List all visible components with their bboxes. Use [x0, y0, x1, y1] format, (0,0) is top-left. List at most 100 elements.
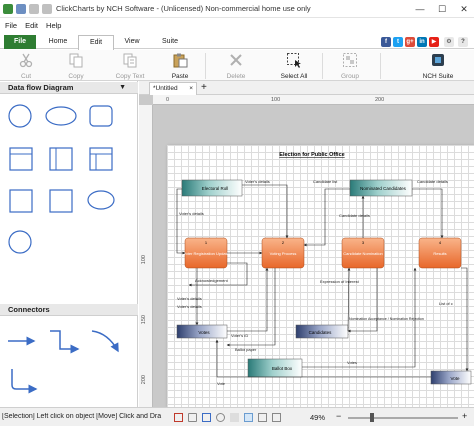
redo-icon[interactable] [42, 3, 52, 14]
copy-text-button[interactable]: Copy Text [108, 50, 152, 81]
flow-label: Voter's details [179, 211, 204, 216]
tab-home[interactable]: Home [48, 38, 68, 45]
twitter-icon[interactable]: t [393, 37, 403, 47]
tab-suite[interactable]: Suite [162, 38, 178, 45]
connector-curved[interactable] [91, 330, 119, 353]
save-icon[interactable] [16, 3, 26, 14]
menu-file[interactable]: File [5, 20, 18, 30]
shape-rounded-rectangle[interactable] [89, 105, 113, 127]
flow-acknowledgement[interactable] [188, 262, 248, 287]
ruler-label: 200 [141, 375, 147, 385]
flow-label: Votes [347, 360, 357, 365]
paste-label: Paste [171, 73, 189, 80]
shape-store-rectangle[interactable] [9, 147, 33, 171]
close-button[interactable]: ✕ [460, 4, 468, 14]
flow-ballot-paper[interactable] [226, 268, 276, 347]
flow-candidate-list[interactable] [303, 188, 350, 247]
zoom-in-button[interactable]: + [462, 411, 468, 421]
document-tab-label: *Untitled [153, 85, 178, 92]
fit-page-icon[interactable] [188, 413, 197, 422]
document-tab[interactable]: *Untitled × [149, 82, 197, 95]
canvas-area[interactable]: 0 100 200 100 150 200 Election for Publi… [139, 95, 474, 407]
entity-nominated-candidates[interactable]: Nominated Candidates [349, 179, 413, 197]
connector-elbow[interactable] [50, 330, 80, 354]
page-setup-icon[interactable] [258, 413, 267, 422]
shape-process-circle[interactable] [8, 104, 32, 128]
flow-voters-details-to-voting[interactable] [242, 184, 289, 239]
select-all-button[interactable]: Select All [272, 50, 316, 81]
flow-label: Ballot paper [235, 347, 257, 352]
maximize-button[interactable]: ☐ [437, 4, 447, 14]
dfd-diagram[interactable]: Election for Public Office Electoral Rol… [167, 145, 474, 407]
menu-help[interactable]: Help [46, 20, 62, 30]
close-tab-icon[interactable]: × [189, 85, 193, 92]
linkedin-icon[interactable]: in [417, 37, 427, 47]
entity-electoral-roll[interactable]: Electoral Roll [181, 179, 243, 197]
zoom-fit-icon[interactable] [244, 413, 253, 422]
ribbon-tab-row: File Home Edit View Suite f t g+ in ▶ ⚙ … [0, 34, 474, 50]
delete-x-icon [230, 54, 242, 66]
grid-icon[interactable] [202, 413, 211, 422]
process-voter-registration[interactable]: 1 Voter Registration Update [183, 237, 230, 269]
snap-icon[interactable] [216, 413, 225, 422]
process-results[interactable]: 4 Results [418, 237, 462, 269]
voters-entity-label: Vote [450, 376, 460, 381]
copy-icon [69, 53, 83, 68]
nch-suite-button[interactable]: NCH Suite [416, 50, 460, 81]
shape-square-2[interactable] [49, 189, 73, 213]
shape-square[interactable] [9, 189, 33, 213]
ribbon-separator [322, 53, 323, 79]
entity-votes[interactable]: Votes [176, 324, 228, 339]
add-tab-button[interactable]: + [201, 82, 207, 93]
shape-tagged-rectangle[interactable] [89, 147, 113, 171]
entity-candidates[interactable]: Candidates [295, 324, 349, 339]
process-candidate-nomination[interactable]: 3 Candidate Nomination [341, 237, 385, 269]
zoom-slider-thumb[interactable] [370, 413, 374, 422]
google-plus-icon[interactable]: g+ [405, 37, 415, 47]
copy-button[interactable]: Copy [56, 50, 96, 81]
minimize-button[interactable]: — [415, 4, 425, 14]
fullscreen-icon[interactable] [272, 413, 281, 422]
shape-process-ellipse[interactable] [45, 106, 77, 126]
diagram-title: Election for Public Office [279, 152, 344, 158]
lock-icon[interactable] [174, 413, 183, 422]
flow-voters-id[interactable] [227, 267, 269, 332]
dropdown-arrow-icon[interactable]: ▼ [119, 84, 126, 91]
ruler-toggle-icon[interactable] [230, 413, 239, 422]
connectors-panel-header[interactable]: Connectors [0, 304, 138, 316]
flow-vote[interactable] [215, 339, 431, 378]
zoom-slider-track[interactable] [348, 417, 458, 419]
shape-entity-rectangle[interactable] [49, 147, 73, 171]
tab-edit[interactable]: Edit [78, 35, 114, 50]
flow-expression-of-interest[interactable] [347, 267, 351, 332]
group-icon [343, 53, 357, 67]
group-button[interactable]: Group [330, 50, 370, 81]
connector-elbow-rounded[interactable] [11, 369, 38, 394]
settings-icon[interactable]: ⚙ [444, 37, 454, 47]
youtube-icon[interactable]: ▶ [429, 37, 439, 47]
flow-voters-details-to-registration[interactable] [176, 188, 186, 255]
flow-nomination-decision[interactable] [347, 268, 378, 333]
diagram-page[interactable]: Election for Public Office Electoral Rol… [167, 145, 474, 407]
entity-voters[interactable]: Vote [430, 370, 472, 385]
zoom-out-button[interactable]: − [336, 411, 342, 421]
shape-ellipse-2[interactable] [87, 190, 115, 210]
process-voting[interactable]: 2 Voting Process [261, 237, 305, 269]
tab-view[interactable]: View [124, 38, 140, 45]
dfd-panel-header[interactable]: Data flow Diagram ▼ [0, 82, 138, 94]
delete-button[interactable]: Delete [216, 50, 256, 81]
help-icon[interactable]: ? [458, 37, 468, 47]
menu-edit[interactable]: Edit [25, 20, 39, 30]
entity-ballot-box[interactable]: Ballot Box [247, 358, 303, 378]
undo-icon[interactable] [29, 3, 39, 14]
flow-candidate-details-to-results[interactable] [412, 188, 444, 239]
flow-votes-to-results[interactable] [302, 267, 417, 368]
ruler-label: 150 [141, 315, 147, 325]
tab-file[interactable]: File [4, 35, 36, 49]
paste-button[interactable]: Paste [160, 50, 200, 81]
facebook-icon[interactable]: f [381, 37, 391, 47]
ruler-label: 100 [271, 97, 281, 103]
shape-circle-2[interactable] [8, 230, 32, 254]
cut-button[interactable]: Cut [6, 50, 46, 81]
flow-list-of-candidates[interactable] [461, 267, 469, 372]
